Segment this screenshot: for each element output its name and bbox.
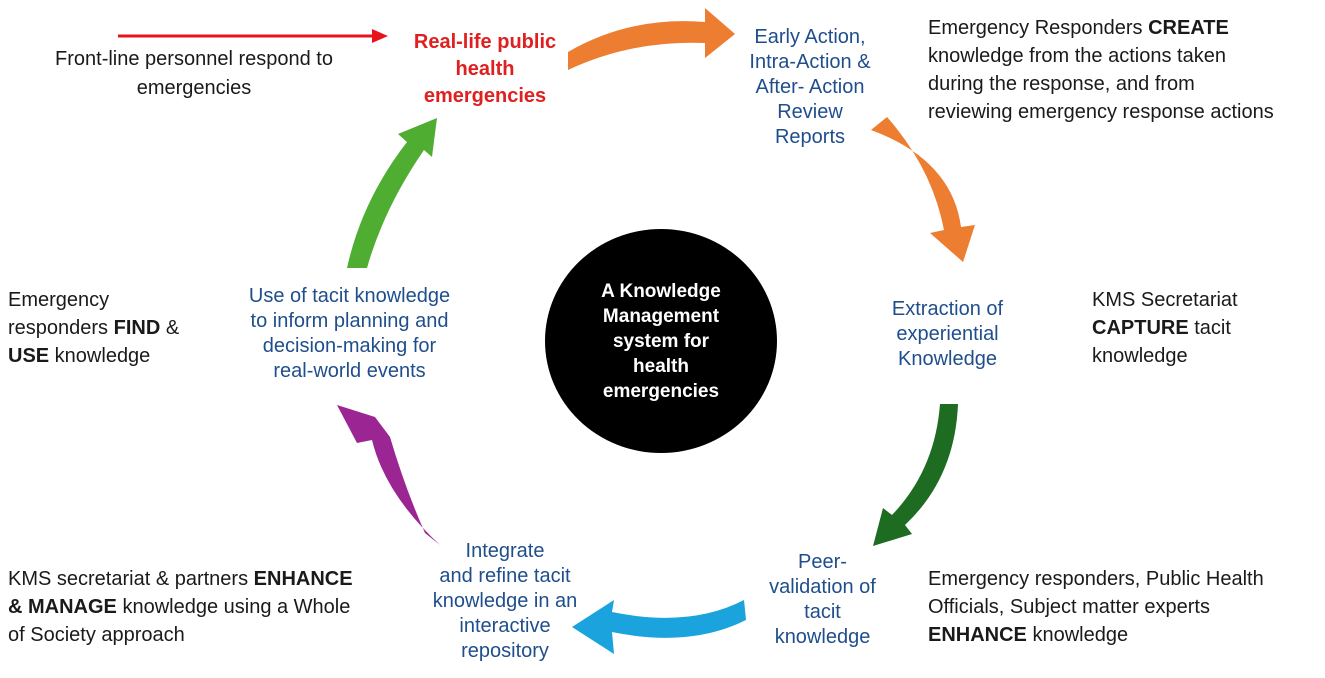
step-line: Knowledge bbox=[898, 348, 997, 370]
start-note: Front-line personnel respond to emergenc… bbox=[34, 45, 354, 103]
arrow-red-start-head bbox=[372, 29, 388, 43]
role-keyword-find: FIND bbox=[113, 317, 161, 339]
role-text: tacit bbox=[1188, 317, 1231, 339]
role-text: knowledge bbox=[1092, 345, 1188, 367]
role-line: & MANAGE knowledge using a Whole bbox=[8, 593, 353, 621]
step-line: Peer- bbox=[798, 551, 847, 573]
role-text: responders bbox=[8, 317, 114, 339]
role-line: reviewing emergency response actions bbox=[928, 98, 1274, 126]
step-line: knowledge bbox=[774, 626, 871, 648]
arrow-orange-top bbox=[568, 8, 735, 70]
step-line: and refine tacit bbox=[439, 565, 571, 587]
role-keyword-manage: & MANAGE bbox=[8, 596, 117, 618]
hub-line: Management bbox=[602, 305, 720, 327]
role-keyword-enhance: ENHANCE bbox=[928, 624, 1027, 646]
role-text: of Society approach bbox=[8, 624, 185, 646]
role-line: CAPTURE tacit bbox=[1092, 314, 1238, 342]
step-line: Extraction of bbox=[891, 298, 1004, 320]
role-text: Officials, Subject matter experts bbox=[928, 596, 1210, 618]
hub-line: system for bbox=[612, 330, 710, 352]
arrow-orange-right bbox=[871, 117, 975, 262]
start-note-line: emergencies bbox=[136, 77, 252, 99]
role-enhance-experts: Emergency responders, Public Health Offi… bbox=[928, 565, 1264, 649]
role-text: knowledge bbox=[1026, 624, 1129, 646]
step-line: interactive bbox=[459, 615, 551, 637]
role-text: KMS Secretariat bbox=[1092, 289, 1238, 311]
hub-line: emergencies bbox=[602, 380, 720, 402]
step-line: repository bbox=[461, 640, 549, 662]
role-text: Emergency responders, Public Health bbox=[928, 568, 1264, 590]
step-extraction: Extraction of experiential Knowledge bbox=[860, 297, 1035, 372]
role-keyword-create: CREATE bbox=[1148, 17, 1229, 39]
role-create: Emergency Responders CREATE knowledge fr… bbox=[928, 14, 1274, 126]
central-hub: A Knowledge Management system for health… bbox=[545, 229, 777, 453]
step-line: validation of bbox=[769, 576, 876, 598]
role-text: knowledge using a Whole bbox=[116, 596, 351, 618]
step-line: Early Action, bbox=[754, 26, 866, 48]
role-line: Emergency Responders CREATE bbox=[928, 14, 1274, 42]
role-text: KMS secretariat & partners bbox=[8, 568, 254, 590]
arrow-blue-bottom bbox=[572, 600, 746, 654]
step-line: experiential bbox=[896, 323, 999, 345]
start-note-line: Front-line personnel respond to bbox=[55, 48, 333, 70]
role-keyword-use: USE bbox=[8, 345, 50, 367]
role-enhance-manage: KMS secretariat & partners ENHANCE & MAN… bbox=[8, 565, 353, 649]
step-integrate-refine: Integrate and refine tacit knowledge in … bbox=[405, 539, 605, 664]
start-node-emergencies: Real-life public health emergencies bbox=[385, 29, 585, 110]
role-line: Emergency bbox=[8, 286, 179, 314]
role-line: KMS Secretariat bbox=[1092, 286, 1238, 314]
role-line: responders FIND & bbox=[8, 314, 179, 342]
role-line: of Society approach bbox=[8, 621, 353, 649]
step-line: Reports bbox=[774, 126, 846, 148]
step-line: real-world events bbox=[273, 360, 426, 382]
step-line: knowledge in an bbox=[432, 590, 578, 612]
start-line: Real-life public bbox=[413, 31, 557, 53]
role-keyword-capture: CAPTURE bbox=[1092, 317, 1189, 339]
step-use-tacit-knowledge: Use of tacit knowledge to inform plannin… bbox=[222, 284, 477, 384]
role-text: reviewing emergency response actions bbox=[928, 101, 1274, 123]
role-text: during the response, and from bbox=[928, 73, 1195, 95]
step-line: Integrate bbox=[465, 540, 545, 562]
role-line: USE knowledge bbox=[8, 342, 179, 370]
role-text: knowledge bbox=[49, 345, 151, 367]
role-text: & bbox=[160, 317, 180, 339]
arrow-green bbox=[347, 118, 437, 268]
hub-line: health bbox=[633, 355, 689, 377]
role-text: knowledge from the actions taken bbox=[928, 45, 1226, 67]
role-line: knowledge from the actions taken bbox=[928, 42, 1274, 70]
role-line: KMS secretariat & partners ENHANCE bbox=[8, 565, 353, 593]
step-line: Intra-Action & bbox=[749, 51, 871, 73]
start-line: emergencies bbox=[423, 85, 547, 107]
step-line: After- Action bbox=[755, 76, 865, 98]
step-line: decision-making for bbox=[262, 335, 437, 357]
role-line: Officials, Subject matter experts bbox=[928, 593, 1264, 621]
step-line: to inform planning and bbox=[250, 310, 449, 332]
step-action-review-reports: Early Action, Intra-Action & After- Acti… bbox=[715, 25, 905, 150]
role-line: Emergency responders, Public Health bbox=[928, 565, 1264, 593]
step-line: Use of tacit knowledge bbox=[248, 285, 451, 307]
hub-line: A Knowledge bbox=[601, 280, 721, 302]
hub-label: A Knowledge Management system for health… bbox=[601, 279, 721, 404]
role-text: Emergency bbox=[8, 289, 110, 311]
arrow-purple bbox=[337, 405, 440, 545]
role-find-use: Emergency responders FIND & USE knowledg… bbox=[8, 286, 179, 370]
step-line: tacit bbox=[804, 601, 841, 623]
start-line: health bbox=[455, 58, 515, 80]
step-peer-validation: Peer- validation of tacit knowledge bbox=[745, 550, 900, 650]
role-keyword-enhance: ENHANCE bbox=[253, 568, 353, 590]
role-text: Emergency Responders bbox=[928, 17, 1149, 39]
arrow-dark-green bbox=[873, 404, 958, 546]
step-line: Review bbox=[777, 101, 843, 123]
role-line: ENHANCE knowledge bbox=[928, 621, 1264, 649]
role-line: during the response, and from bbox=[928, 70, 1274, 98]
role-line: knowledge bbox=[1092, 342, 1238, 370]
role-capture: KMS Secretariat CAPTURE tacit knowledge bbox=[1092, 286, 1238, 370]
